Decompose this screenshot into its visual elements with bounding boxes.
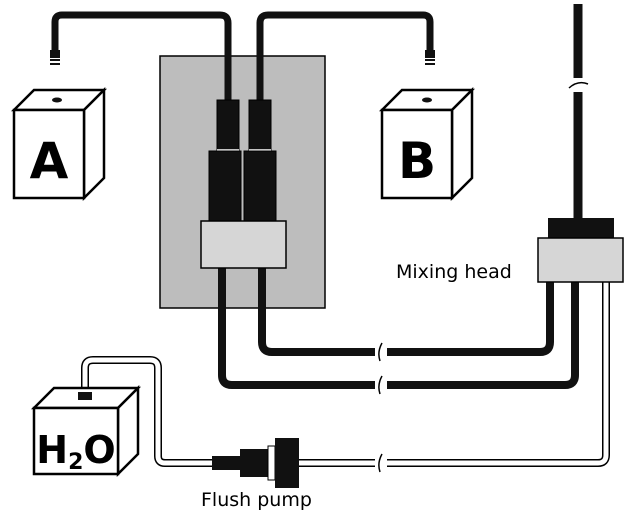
flush-line [81, 282, 610, 467]
tank-b: B [378, 86, 476, 202]
pump-a [208, 99, 242, 222]
water-o: O [83, 428, 115, 472]
tank-b-label: B [398, 132, 436, 190]
mixing-head-label: Mixing head [396, 261, 512, 283]
tank-a: A [10, 86, 108, 202]
fitting-b [425, 50, 435, 65]
water-subscript: 2 [68, 450, 83, 475]
mixing-head-top [548, 218, 614, 238]
break-mark-outlet [568, 78, 589, 92]
mixing-head [537, 237, 624, 283]
tank-b-inlet [422, 97, 432, 103]
hose-a-supply [51, 11, 232, 102]
water-tank-inlet [78, 392, 92, 400]
water-tank-label: H2O [36, 428, 115, 475]
flush-pump-label: Flush pump [201, 489, 312, 511]
tank-a-inlet [52, 97, 62, 103]
flush-pump [212, 438, 299, 488]
break-mark-flush-line [375, 453, 387, 473]
control-panel [159, 55, 326, 309]
break-mark-lower-hose [375, 375, 387, 395]
tank-a-label: A [30, 132, 69, 190]
fitting-a [50, 50, 60, 65]
panel-mixer-block [200, 220, 287, 269]
water-h: H [36, 428, 68, 472]
break-mark-upper-hose [375, 342, 387, 362]
pump-b [243, 99, 277, 222]
hose-lower [218, 268, 579, 389]
hose-b-supply [256, 11, 434, 102]
water-tank: H2O [30, 384, 142, 478]
hose-upper [258, 268, 554, 356]
